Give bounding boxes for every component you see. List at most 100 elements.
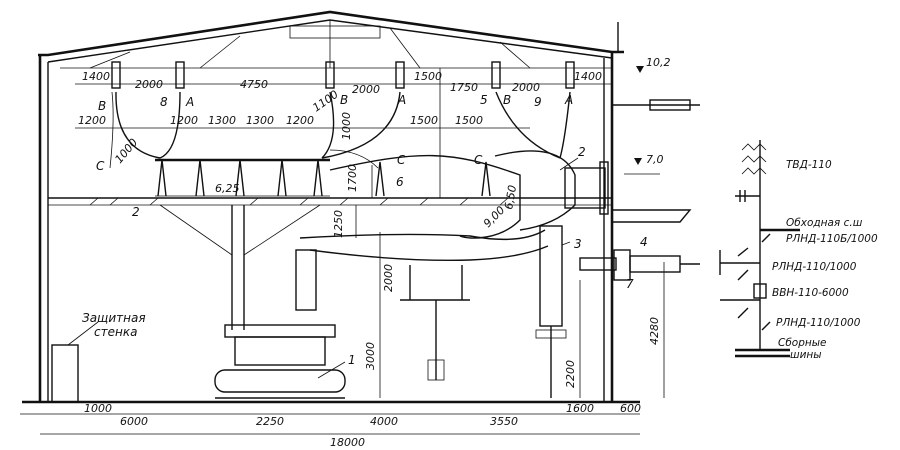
row2-dim: 1200 <box>170 114 198 127</box>
schematic-label-bus: шины <box>790 349 822 361</box>
bottom-dim: 2250 <box>256 415 284 428</box>
dimension-lines <box>20 66 665 435</box>
schematic-label-rlnd-2: РЛНД-110/1000 <box>776 317 861 329</box>
bushing-tube-elbow <box>494 150 576 231</box>
busbar-system <box>109 61 700 399</box>
elevation-mark-mid <box>634 158 642 165</box>
top-dim: 1750 <box>450 81 478 94</box>
outdoor-bushing <box>629 255 681 273</box>
post-insulator <box>277 159 287 197</box>
lower-conductor-tube-2 <box>309 245 549 261</box>
breaker-tank-top <box>224 324 336 338</box>
wall-bushing-4 <box>579 257 617 271</box>
lower-conductor-tube <box>299 229 546 241</box>
conductor <box>321 91 401 159</box>
elevation-top: 10,2 <box>646 56 671 69</box>
truss-diagonal <box>199 35 241 69</box>
vertical-dim: 2000 <box>382 264 395 292</box>
right-canopy <box>612 209 692 223</box>
schematic-label-rlnd-b: РЛНД-110Б/1000 <box>786 233 878 245</box>
phase-label-a: А <box>564 93 573 107</box>
disconnector-symbol <box>761 233 771 243</box>
bottom-dim: 6000 <box>120 415 148 428</box>
schematic-label-tvd: ТВД-110 <box>786 159 832 171</box>
misc-dim: 6,25 <box>215 182 240 195</box>
post-insulator <box>481 161 491 197</box>
roof-line <box>38 10 624 57</box>
callout-number: 2 <box>578 145 586 159</box>
row2-dim: 1500 <box>455 114 483 127</box>
ct-base <box>535 329 567 339</box>
breaker-symbol <box>753 283 767 299</box>
protective-wall-label: Защитная <box>82 311 146 325</box>
misc-dim: 1000 <box>112 136 140 166</box>
disconnector-base <box>427 359 445 381</box>
current-transformer-column <box>539 225 563 327</box>
phase-label-b: В <box>340 93 348 107</box>
vertical-dim: 1100 <box>310 88 340 115</box>
bottom-dim: 1000 <box>84 402 112 415</box>
schematic-label-bypass: Обходная с.ш <box>786 217 863 229</box>
conductor <box>559 91 571 159</box>
top-dim: 2000 <box>512 81 540 94</box>
disconnector-symbol <box>737 269 749 281</box>
callout-number: 4 <box>640 235 648 249</box>
vertical-dim: 3000 <box>364 342 377 370</box>
post-insulator <box>235 159 245 197</box>
callout-number: 1 <box>348 353 356 367</box>
bottom-dim: 4000 <box>370 415 398 428</box>
callout-number: 8 <box>160 95 168 109</box>
callout-number: 9 <box>534 95 542 109</box>
hanging-insulator <box>175 61 185 89</box>
row2-dim: 1500 <box>410 114 438 127</box>
phase-label-b: В <box>98 99 106 113</box>
post-insulator <box>375 161 385 197</box>
bottom-dim: 3550 <box>490 415 518 428</box>
slab-brace-left <box>159 204 233 256</box>
protective-wall-block <box>51 344 79 403</box>
top-dim: 1500 <box>414 70 442 83</box>
slab-brace-right <box>243 204 321 256</box>
protective-wall-label: стенка <box>94 325 137 339</box>
hanging-insulator <box>325 61 335 89</box>
wall-bushing-box <box>564 167 606 209</box>
truss-diagonal <box>389 27 421 69</box>
disconnector-symbol <box>737 307 749 319</box>
post-insulator <box>157 159 167 197</box>
callout-number: 3 <box>574 237 582 251</box>
disconnector-posts <box>409 265 463 300</box>
hanging-insulator <box>565 61 575 89</box>
schematic-label-vvn: ВВН-110-6000 <box>772 287 849 299</box>
post-insulator <box>313 159 323 197</box>
schematic-label-bus: Сборные <box>778 337 827 349</box>
hanging-insulator <box>111 61 121 89</box>
single-line-schematic <box>719 140 800 358</box>
conductor <box>321 91 335 159</box>
disconnector-symbol <box>761 321 771 331</box>
callout-number: 5 <box>480 93 488 107</box>
vertical-dim: 4280 <box>648 317 661 345</box>
top-dim: 2000 <box>135 78 163 91</box>
truss-diagonal <box>499 41 531 69</box>
vertical-dim: 1000 <box>340 112 353 140</box>
phase-label-c: С <box>474 153 483 167</box>
breaker-bushing <box>295 249 317 311</box>
callout-number: 7 <box>626 277 634 291</box>
hanging-insulator <box>395 61 405 89</box>
tvd-coils <box>741 143 767 175</box>
conductor <box>115 91 161 159</box>
misc-dim: 6,50 <box>502 184 519 210</box>
building-frame <box>22 10 692 404</box>
elevation-mid: 7,0 <box>646 153 664 166</box>
bottom-dim: 600 <box>620 402 641 415</box>
row2-dim: 1300 <box>246 114 274 127</box>
row2-dim: 1200 <box>286 114 314 127</box>
truss-diagonal <box>89 51 131 69</box>
callout-leader-2 <box>559 157 579 171</box>
vertical-dim: 2200 <box>564 360 577 388</box>
top-dim: 4750 <box>240 78 268 91</box>
roof-lantern <box>289 25 381 39</box>
protective-wall-leader <box>67 321 99 346</box>
